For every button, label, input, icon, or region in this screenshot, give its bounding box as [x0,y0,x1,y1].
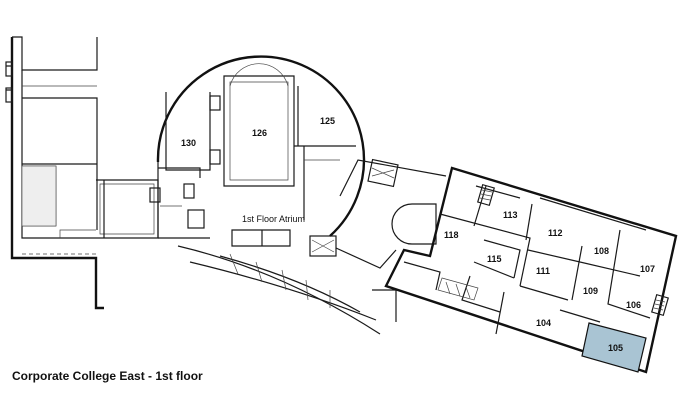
room-126-label: 126 [252,128,267,138]
room-112-label: 112 [548,228,563,238]
room-130-label: 130 [181,138,196,148]
map-caption: Corporate College East - 1st floor [12,369,203,383]
corridor [335,158,447,269]
atrium-building [156,55,366,257]
room-106-label: 106 [626,300,641,310]
room-113-label: 113 [503,210,518,220]
room-115-label: 115 [487,254,502,264]
room-105-label: 105 [608,343,623,353]
room-104-label: 104 [536,318,551,328]
room-111-label: 111 [536,266,550,276]
room-107-label: 107 [640,264,655,274]
room-105-highlight[interactable] [581,322,647,373]
atrium-label: 1st Floor Atrium [242,214,305,224]
room-118-label: 118 [444,230,459,240]
east-wing [384,166,678,374]
connector [149,167,210,239]
room-108-label: 108 [594,246,609,256]
room-125-label: 125 [320,116,335,126]
west-wing [5,36,159,310]
room-109-label: 109 [583,286,598,296]
entrance-curve [177,245,397,335]
